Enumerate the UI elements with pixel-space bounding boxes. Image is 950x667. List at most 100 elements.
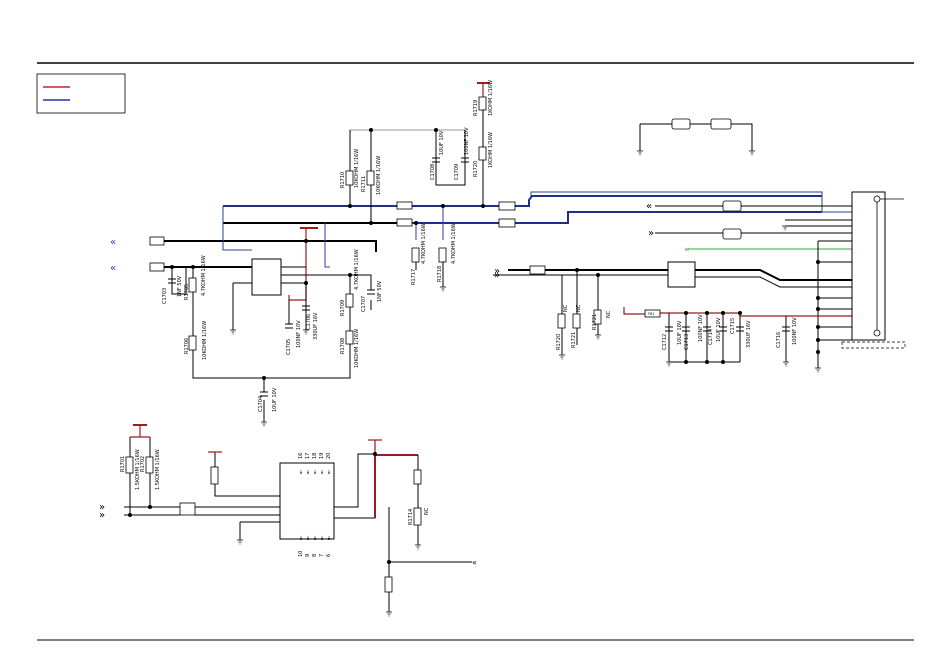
svg-text:»: » bbox=[648, 228, 654, 239]
label-c1703: C1703 bbox=[162, 288, 168, 304]
label-r1718: R1718 bbox=[437, 266, 443, 282]
board-connector bbox=[841, 191, 906, 349]
svg-text:»: » bbox=[99, 502, 105, 513]
ic-nc-label: NC bbox=[299, 470, 303, 474]
label-r1702: R1702 bbox=[140, 456, 146, 472]
ic-pin-8: 8 bbox=[312, 554, 318, 557]
label-c1708: C1708 bbox=[430, 164, 436, 180]
label-c1713: C1713 bbox=[684, 334, 690, 350]
svg-text:100NF 10V: 100NF 10V bbox=[698, 314, 704, 342]
svg-text:NC: NC bbox=[299, 536, 303, 540]
svg-text:«: « bbox=[110, 263, 116, 274]
junction-dots bbox=[128, 128, 820, 564]
label-r1711: R1711 bbox=[361, 176, 367, 192]
label-r1721b: R1721 bbox=[592, 314, 598, 330]
label-r1708: R1708 bbox=[340, 338, 346, 354]
component-labels: R1710 10KOHM 1/16W R1711 10KOHM 1/16W C1… bbox=[120, 80, 798, 525]
off-page-chevrons: « « « » » » » » bbox=[99, 201, 654, 521]
label-c1715: C1715 bbox=[730, 318, 736, 334]
svg-text:1NF 50V: 1NF 50V bbox=[177, 275, 183, 297]
ic-u1 bbox=[251, 258, 282, 296]
beads bbox=[149, 118, 742, 272]
ground-symbols bbox=[230, 150, 821, 617]
ic-pin-20: 20 bbox=[326, 453, 332, 459]
svg-text:NC: NC bbox=[320, 470, 324, 474]
svg-text:10KOHM 1/16W: 10KOHM 1/16W bbox=[376, 156, 382, 195]
svg-text:«: « bbox=[472, 558, 477, 567]
svg-text:100NF 10V: 100NF 10V bbox=[792, 317, 798, 345]
ic-u3: 16 17 18 19 20 10 9 8 7 6 NC NC NC NC NC… bbox=[279, 453, 335, 557]
label-r1720-top: R1720 bbox=[473, 161, 479, 177]
label-r1701: R1701 bbox=[120, 456, 126, 472]
svg-text:10UF 10V: 10UF 10V bbox=[677, 320, 683, 345]
label-bead: FB1 bbox=[648, 312, 655, 316]
capacitors bbox=[168, 130, 790, 397]
ic-u2 bbox=[667, 261, 696, 288]
ic-pin-6: 6 bbox=[326, 554, 332, 557]
ic-pin-18: 18 bbox=[312, 453, 318, 459]
svg-text:4.7KOHM 1/16W: 4.7KOHM 1/16W bbox=[451, 223, 457, 264]
svg-text:NC: NC bbox=[606, 310, 612, 318]
label-c1709: C1709 bbox=[454, 164, 460, 180]
svg-text:330UF 16V: 330UF 16V bbox=[746, 320, 752, 348]
svg-text:«: « bbox=[646, 201, 652, 212]
label-c1705: C1705 bbox=[286, 339, 292, 355]
svg-text:NC: NC bbox=[563, 304, 569, 312]
label-c1704: C1704 bbox=[258, 396, 264, 412]
svg-text:1KOHM 1/16W: 1KOHM 1/16W bbox=[488, 80, 494, 116]
svg-text:NC: NC bbox=[306, 536, 310, 540]
ic-pin-19: 19 bbox=[319, 453, 325, 459]
label-c1712: C1712 bbox=[662, 334, 668, 350]
ic-pin-17: 17 bbox=[305, 453, 311, 459]
svg-text:NC: NC bbox=[313, 536, 317, 540]
legend bbox=[36, 73, 126, 114]
svg-text:100NF 10V: 100NF 10V bbox=[296, 320, 302, 348]
svg-text:»: » bbox=[494, 266, 500, 277]
svg-text:NC: NC bbox=[306, 470, 310, 474]
svg-text:10UF 10V: 10UF 10V bbox=[716, 317, 722, 342]
svg-text:330UF 16V: 330UF 16V bbox=[313, 312, 319, 340]
label-r1710: R1710 bbox=[340, 172, 346, 188]
svg-text:10UF 10V: 10UF 10V bbox=[439, 130, 445, 155]
svg-text:»: » bbox=[494, 270, 500, 281]
label-r1705: R1705 bbox=[184, 284, 190, 300]
svg-text:NC: NC bbox=[313, 470, 317, 474]
svg-text:1.5KOHM 1/16W: 1.5KOHM 1/16W bbox=[135, 449, 141, 490]
svg-text:NC: NC bbox=[320, 536, 324, 540]
svg-text:NC: NC bbox=[424, 507, 430, 515]
label-r1719: R1719 bbox=[473, 100, 479, 116]
svg-text:«: « bbox=[110, 237, 116, 248]
label-c1707: C1707 bbox=[361, 296, 367, 312]
label-c1716: C1716 bbox=[776, 332, 782, 348]
ic-pin-9: 9 bbox=[305, 554, 311, 557]
label-r1709: R1709 bbox=[340, 300, 346, 316]
resistors bbox=[125, 96, 661, 593]
svg-text:1KOHM 1/16W: 1KOHM 1/16W bbox=[488, 132, 494, 168]
svg-text:10KOHM 1/16W: 10KOHM 1/16W bbox=[354, 329, 360, 368]
svg-text:10UF 10V: 10UF 10V bbox=[272, 387, 278, 412]
svg-text:4.7KOHM 1/16W: 4.7KOHM 1/16W bbox=[354, 249, 360, 290]
svg-text:«: « bbox=[684, 245, 690, 255]
svg-text:1NF 50V: 1NF 50V bbox=[377, 280, 383, 302]
label-c1714: C1714 bbox=[708, 329, 714, 345]
svg-text:4.7KOHM 1/16W: 4.7KOHM 1/16W bbox=[421, 223, 427, 264]
ic-pin-7: 7 bbox=[319, 554, 325, 557]
svg-text:NC: NC bbox=[327, 470, 331, 474]
label-r1721a: R1721 bbox=[571, 332, 577, 348]
svg-text:10KOHM 1/16W: 10KOHM 1/16W bbox=[354, 149, 360, 188]
label-r1714: R1714 bbox=[408, 509, 414, 525]
svg-text:100NF 10V: 100NF 10V bbox=[464, 127, 470, 155]
ic-pin-10: 10 bbox=[298, 551, 304, 557]
svg-text:NC: NC bbox=[576, 304, 582, 312]
svg-text:4.7KOHM 1/16W: 4.7KOHM 1/16W bbox=[201, 255, 207, 296]
svg-text:1.5KOHM 1/16W: 1.5KOHM 1/16W bbox=[155, 449, 161, 490]
label-c1706: C1706 bbox=[306, 314, 312, 330]
ic-pin-16: 16 bbox=[298, 453, 304, 459]
svg-text:»: » bbox=[99, 510, 105, 521]
label-r1706: R1706 bbox=[184, 338, 190, 354]
label-r1720: R1720 bbox=[556, 334, 562, 350]
svg-text:NC: NC bbox=[327, 536, 331, 540]
svg-text:10KOHM 1/16W: 10KOHM 1/16W bbox=[202, 321, 208, 360]
label-r1717: R1717 bbox=[411, 269, 417, 285]
